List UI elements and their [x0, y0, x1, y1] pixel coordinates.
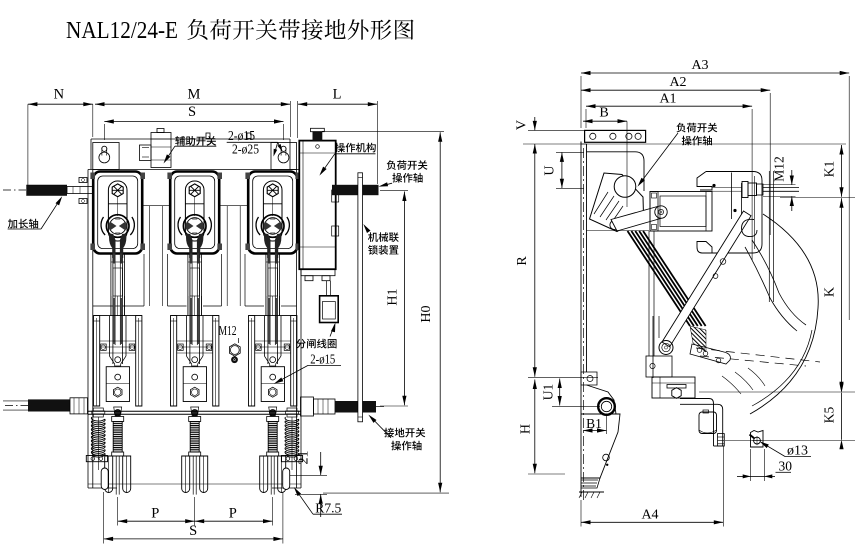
svg-text:H: H — [519, 424, 534, 434]
svg-text:21: 21 — [296, 451, 311, 465]
svg-text:NAL12/24-E: NAL12/24-E — [66, 17, 178, 44]
svg-text:K: K — [823, 287, 838, 297]
svg-text:P: P — [151, 506, 159, 522]
svg-text:30: 30 — [779, 459, 793, 474]
svg-text:H0: H0 — [419, 305, 434, 322]
svg-text:A1: A1 — [659, 91, 676, 106]
svg-text:B1: B1 — [586, 416, 602, 431]
svg-text:K1: K1 — [822, 161, 837, 178]
svg-text:A2: A2 — [669, 75, 686, 90]
svg-text:A3: A3 — [691, 58, 708, 73]
svg-text:R: R — [515, 256, 530, 266]
svg-text:B: B — [599, 106, 608, 121]
svg-text:S: S — [189, 523, 197, 539]
svg-text:2-ø25: 2-ø25 — [232, 142, 259, 157]
svg-text:H1: H1 — [385, 288, 400, 305]
svg-text:A4: A4 — [641, 507, 658, 522]
svg-text:K5: K5 — [822, 407, 837, 424]
svg-text:R7.5: R7.5 — [315, 502, 341, 517]
svg-text:L: L — [333, 87, 342, 103]
svg-text:S: S — [188, 104, 196, 120]
svg-text:U: U — [542, 165, 557, 175]
svg-text:2-ø15: 2-ø15 — [228, 128, 255, 143]
svg-text:M12: M12 — [772, 156, 787, 182]
svg-text:N: N — [54, 87, 65, 103]
svg-text:2-ø15: 2-ø15 — [310, 352, 335, 367]
svg-text:U1: U1 — [541, 384, 556, 401]
svg-text:V: V — [515, 120, 530, 130]
svg-text:ø13: ø13 — [787, 443, 808, 458]
svg-text:M: M — [188, 87, 201, 103]
svg-text:M12: M12 — [219, 324, 237, 339]
svg-text:P: P — [229, 506, 237, 522]
